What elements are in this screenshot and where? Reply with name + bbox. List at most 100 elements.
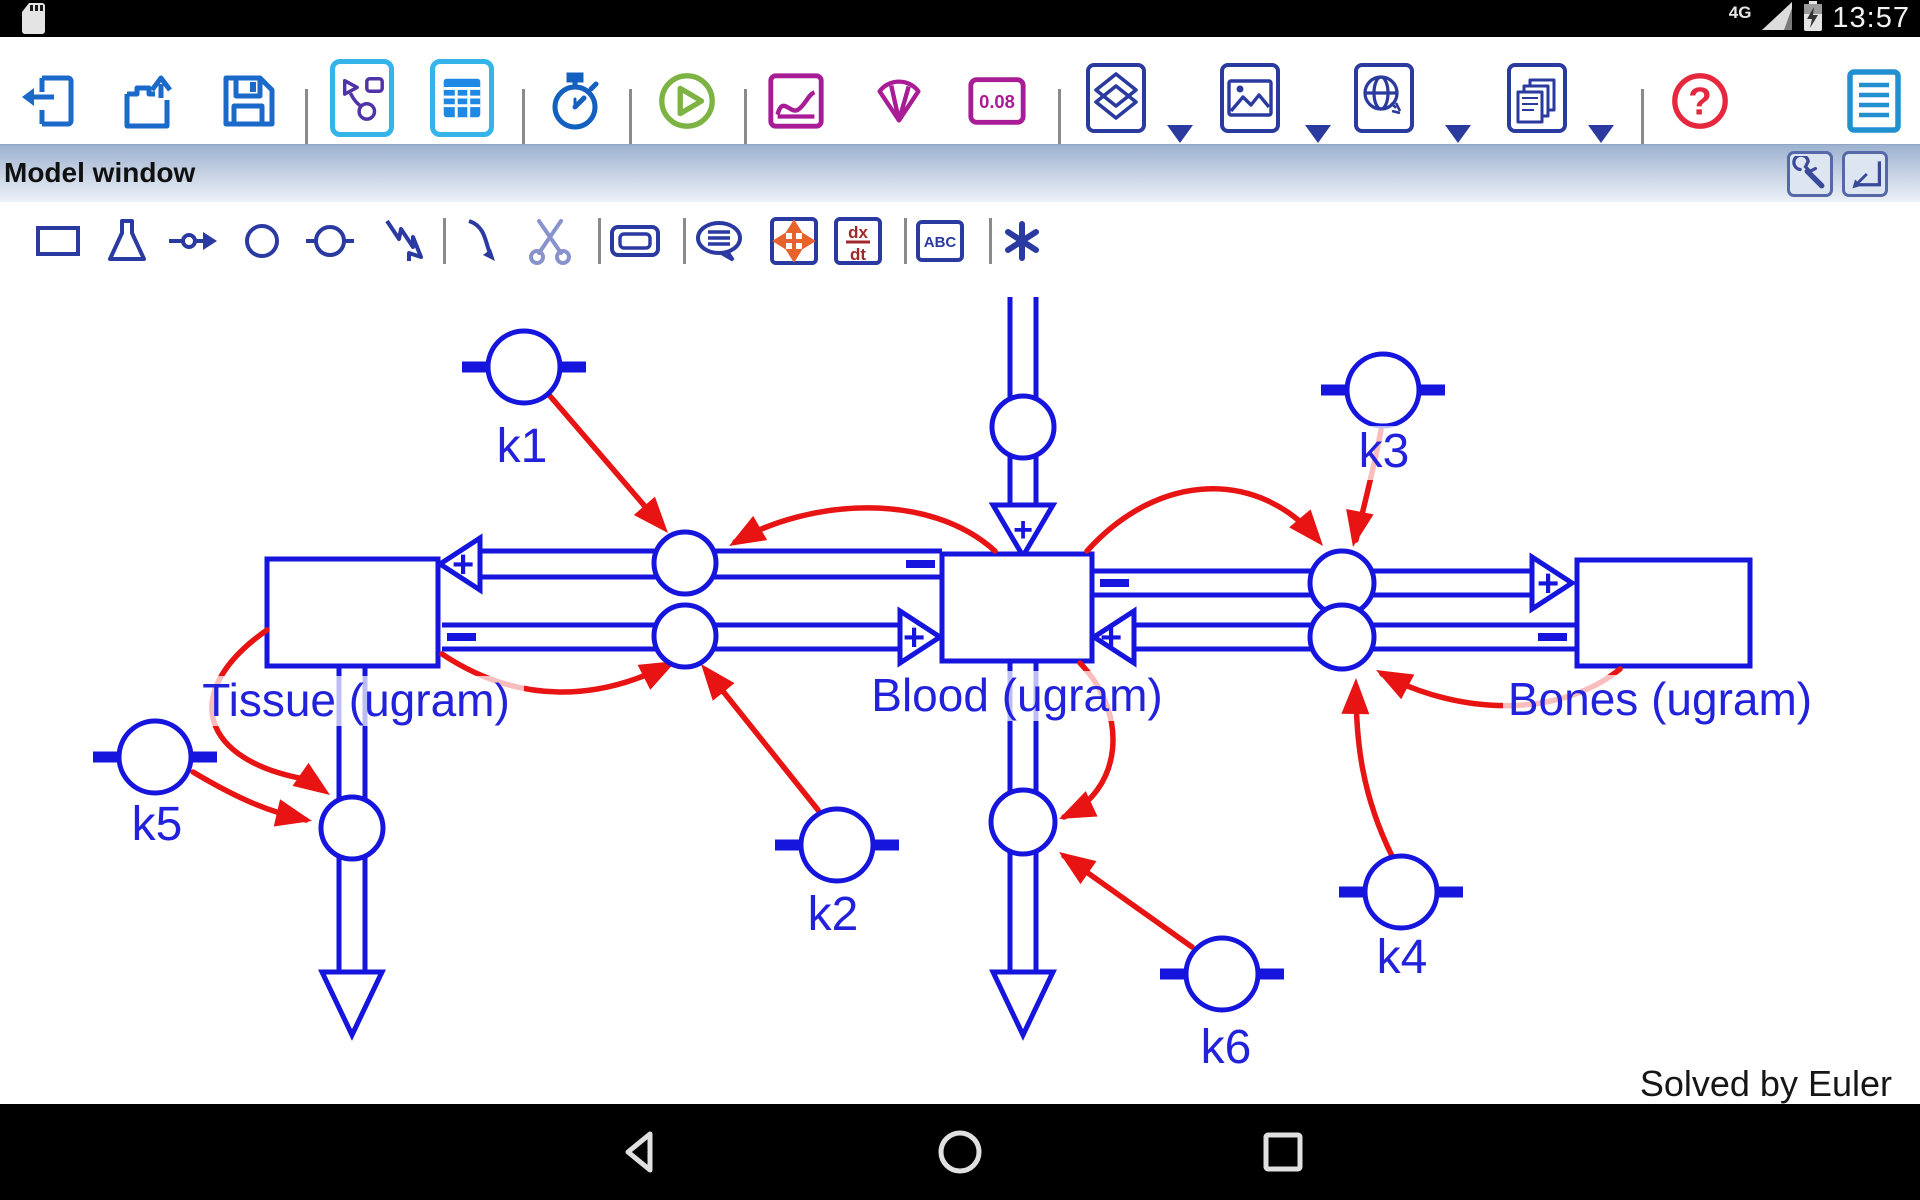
window-title: Model window [4,157,196,188]
minus-sign [1538,633,1567,641]
network-type-label: 4G [1728,2,1752,22]
help-glyph: ? [1688,81,1712,124]
table-view-button[interactable] [430,59,494,137]
sd-card-icon [20,2,47,40]
lightning-select-tool[interactable] [376,215,428,267]
scissors-tool[interactable] [524,215,576,267]
documents-button[interactable] [1507,63,1567,133]
stock-tool[interactable] [32,215,84,267]
clock: 13:57 [1832,2,1910,34]
minus-sign [906,560,935,568]
toolbar-separator [629,89,632,171]
stock-blood[interactable] [939,551,1095,664]
flow-signs: + + + + + [452,511,1559,659]
gauge-button[interactable] [867,63,931,139]
minus-sign [447,633,476,641]
button-frame-tool[interactable] [609,215,661,267]
help-button[interactable]: ? [1668,63,1732,139]
web-share-button[interactable] [1354,63,1414,133]
stock-bones[interactable] [1574,557,1753,669]
label-blood: Blood (ugram) [865,669,1169,721]
label-k3: k3 [1350,425,1418,480]
connector-arrowheads [273,496,1415,885]
battery-charging-icon [1801,0,1825,38]
derivative-tool[interactable]: dx dt [832,215,884,267]
image-dropdown-icon[interactable] [1305,125,1331,143]
home-button[interactable] [936,1128,984,1176]
run-button[interactable] [655,63,719,139]
svg-text:k4: k4 [1377,931,1428,984]
connector-k2-to-flow[interactable] [703,667,821,813]
svg-text:Tissue (ugram): Tissue (ugram) [202,674,510,726]
image-export-button[interactable] [1220,63,1280,133]
flask-tool[interactable] [101,215,153,267]
layers-button[interactable] [1086,63,1146,133]
asterisk-tool[interactable] [996,215,1048,267]
documents-dropdown-icon[interactable] [1588,125,1614,143]
recents-button[interactable] [1259,1128,1307,1176]
toolbar-separator [1641,89,1644,171]
valve-tissue-to-blood[interactable] [651,602,719,670]
number-display-value: 0.08 [979,91,1015,112]
svg-text:k6: k6 [1201,1021,1252,1074]
save-button[interactable] [216,63,280,139]
toolbar-separator [1058,89,1061,171]
label-k2: k2 [799,888,867,943]
svg-text:k2: k2 [808,888,859,941]
plus-sign: + [1537,563,1559,605]
minimize-corner-button[interactable] [1842,151,1888,197]
web-dropdown-icon[interactable] [1445,125,1471,143]
valve-tissue-outflow[interactable] [318,794,386,862]
stopwatch-button[interactable] [543,63,607,139]
draw-separator [683,218,686,264]
param-k4[interactable] [1339,853,1463,931]
text-tool[interactable]: ABC [914,215,966,267]
link-tool[interactable] [457,215,509,267]
status-bar: 4G 13:57 [0,0,1920,37]
comment-bubble-tool[interactable] [693,215,745,267]
open-project-button[interactable] [117,63,181,139]
param-k6[interactable] [1160,935,1284,1013]
android-nav-bar [0,1104,1920,1200]
connector-k1-to-flow[interactable] [547,393,664,528]
converter-tool[interactable] [304,215,356,267]
param-k3[interactable] [1321,351,1445,429]
draw-separator [443,218,446,264]
report-button[interactable] [1842,63,1906,139]
main-toolbar: 0.08 [0,37,1920,171]
chart-button[interactable] [764,63,828,139]
connector-blood-to-flow-a[interactable] [732,505,998,554]
model-window-titlebar: Model window [0,144,1920,203]
exit-button[interactable] [16,63,80,139]
param-k5[interactable] [93,718,217,796]
toolbar-separator [744,89,747,171]
model-view-button[interactable] [330,59,394,137]
back-button[interactable] [616,1128,664,1176]
flow-tool[interactable] [167,215,219,267]
draw-separator [989,218,992,264]
move-tool[interactable] [768,215,820,267]
draw-separator [598,218,601,264]
dt-label: dt [850,245,866,264]
parameters [93,328,1463,1013]
valve-blood-outflow[interactable] [988,787,1058,857]
plus-sign: + [452,544,474,586]
label-k5: k5 [123,798,191,853]
model-canvas[interactable]: + + + + + [0,202,1920,1104]
number-display-button[interactable]: 0.08 [965,63,1029,139]
valve-blood-to-tissue[interactable] [651,529,719,597]
valve-inflow[interactable] [989,393,1057,461]
svg-text:Bones (ugram): Bones (ugram) [1508,673,1812,725]
param-k1[interactable] [462,328,586,406]
connector-blood-to-flow-c[interactable] [1084,486,1321,554]
settings-button[interactable] [1787,151,1833,197]
valve-bones-to-blood[interactable] [1307,602,1377,672]
param-k2[interactable] [775,806,899,884]
stock-tissue[interactable] [264,556,441,669]
draw-separator [904,218,907,264]
circle-tool[interactable] [236,215,288,267]
abc-label: ABC [924,234,957,251]
layers-dropdown-icon[interactable] [1167,125,1193,143]
toolbar-separator [305,89,308,171]
labels: Tissue (ugram) Blood (ugram) Bones (ugra… [123,420,1817,1076]
